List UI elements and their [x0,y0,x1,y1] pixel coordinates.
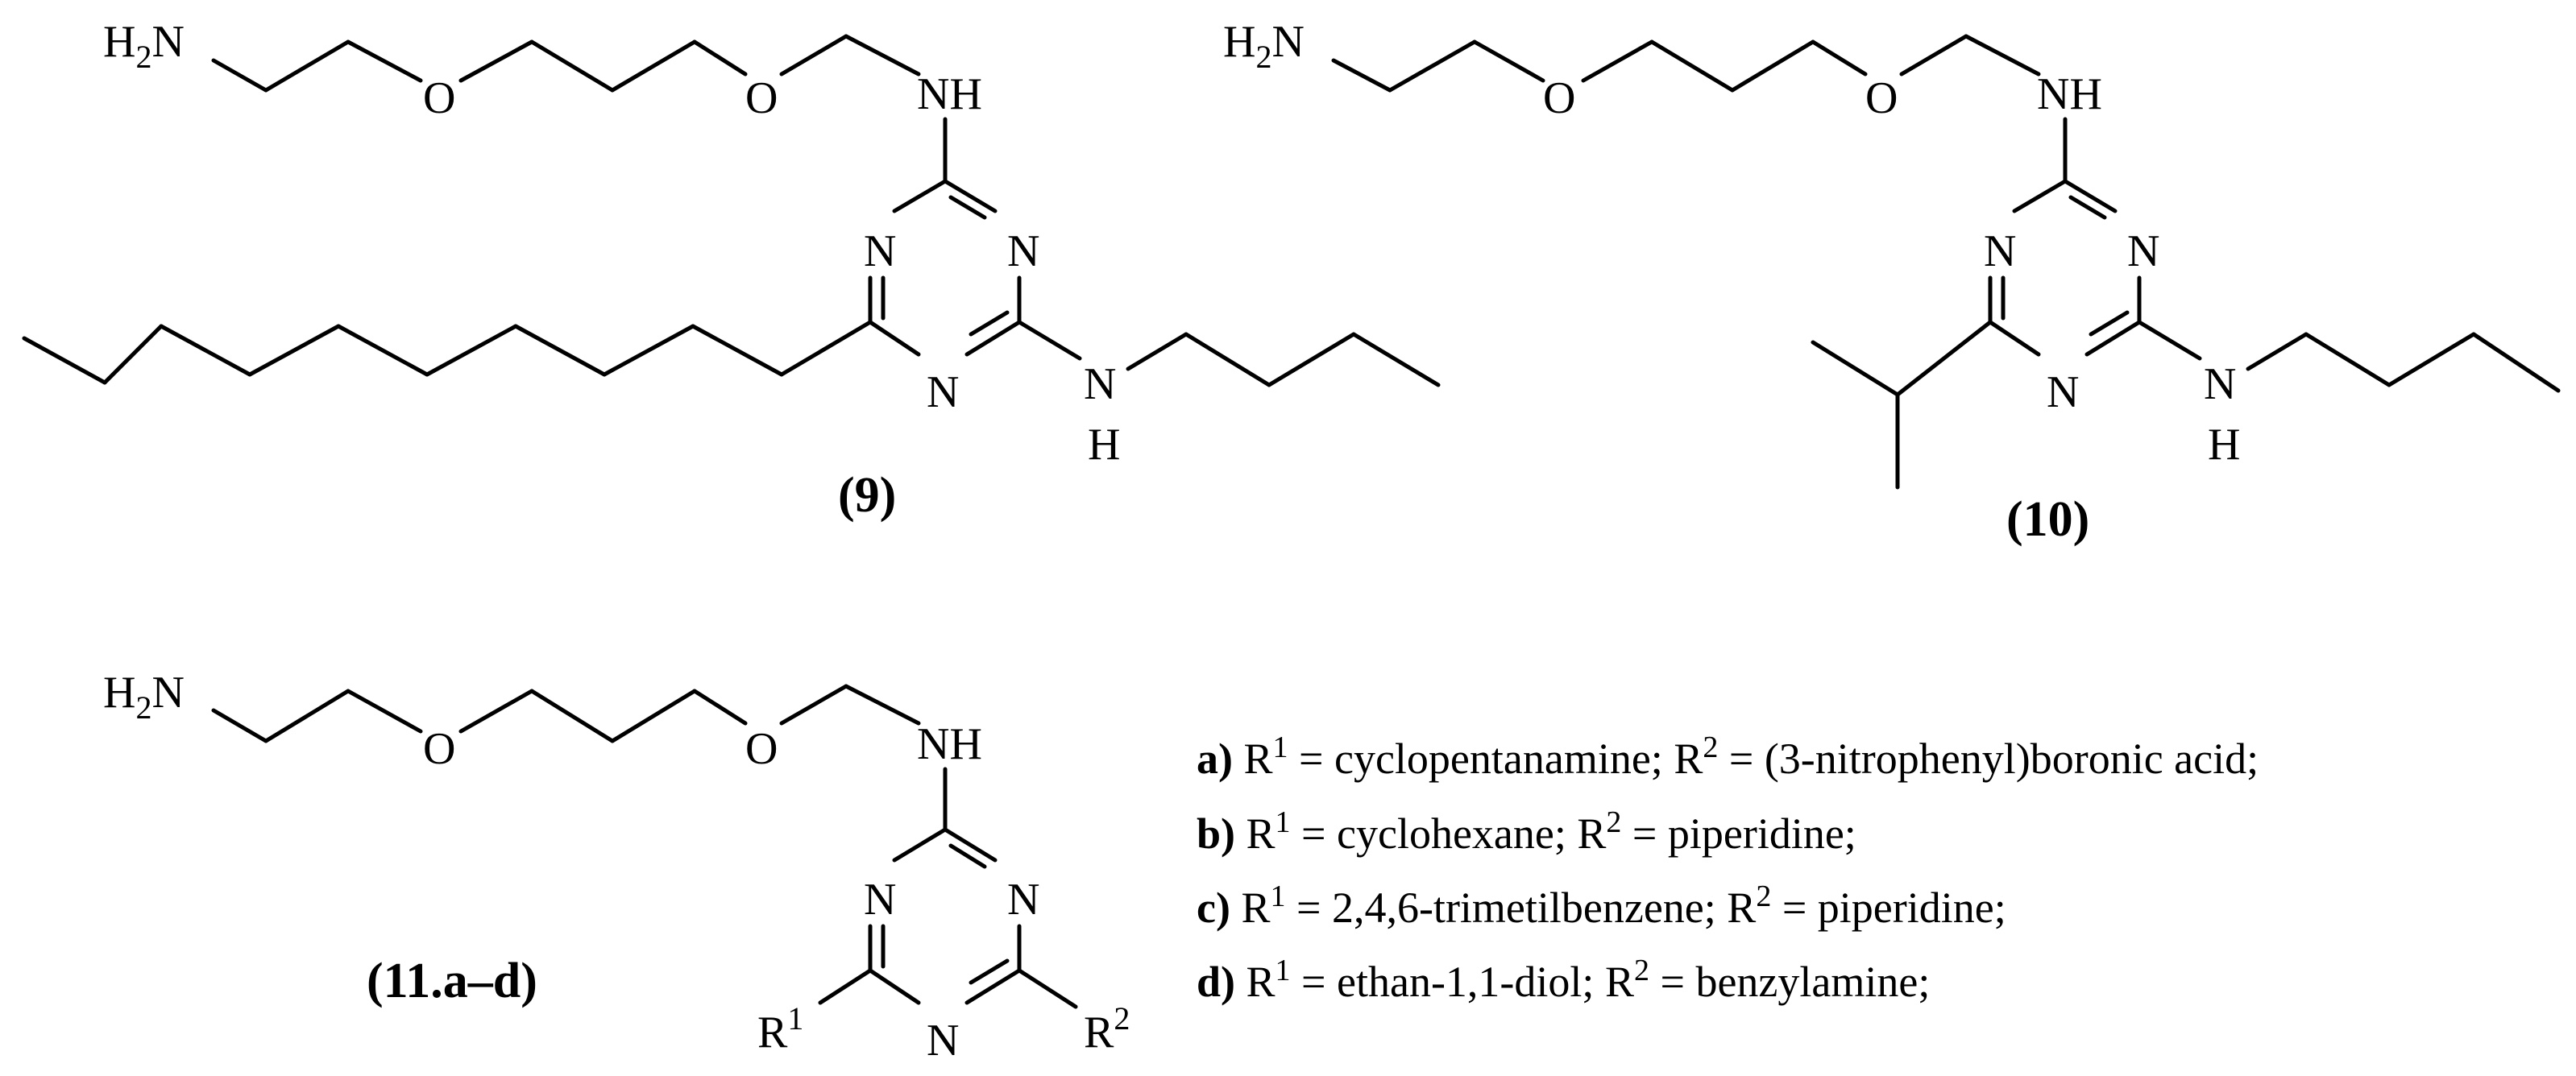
compound-11-amine-label: H2N [103,668,185,726]
compound-11-r1-label: R1 [757,1000,803,1057]
substituent-item-b: b) R1 = cyclohexane; R2 = piperidine; [1197,805,1856,858]
compound-10-structure: H2N O O NH N N N N H [1223,17,2561,490]
compound-11-oxygen-1: O [423,724,455,774]
compound-9-oxygen-2: O [745,73,778,123]
compound-10-oxygen-2: O [1865,73,1898,123]
compound-9-label: (9) [838,468,896,523]
compound-9-ring-n-bottom: N [927,367,959,417]
compound-10-nh-label: NH [2037,69,2102,119]
compound-11-oxygen-2: O [745,724,778,774]
compound-9-side-h: H [1088,420,1120,470]
compound-10-amine-label: H2N [1223,17,1305,75]
compound-10-ring-n-bottom: N [2047,367,2079,417]
substituent-item-a: a) R1 = cyclopentanamine; R2 = (3-nitrop… [1197,730,2259,783]
compound-10-bonds [1331,34,2561,490]
compound-10-label: (10) [2006,492,2089,547]
compound-11-r2-label: R2 [1084,1000,1130,1057]
compound-9-ring-n-right: N [1007,226,1039,276]
compound-11-label: (11.a–d) [367,954,537,1008]
compound-9-ring-n-left: N [864,226,896,276]
compound-10-ring-n-right: N [2127,226,2159,276]
compound-9-amine-label: H2N [103,17,185,75]
substituent-list: a) R1 = cyclopentanamine; R2 = (3-nitrop… [1197,730,2259,1006]
compound-9-nh-label: NH [917,69,982,119]
compound-9-bonds [22,34,1441,387]
compound-11-ring-n-left: N [864,875,896,925]
compound-9-oxygen-1: O [423,73,455,123]
compound-11-nh-label: NH [917,719,982,769]
compound-11-structure: H2N O O NH N N N R1 R2 [103,668,1130,1066]
compound-9-side-n: N [1084,359,1116,409]
compound-10-ring-n-left: N [1984,226,2016,276]
compound-10-side-h: H [2208,420,2240,470]
compound-10-oxygen-1: O [1543,73,1575,123]
substituent-item-d: d) R1 = ethan-1,1-diol; R2 = benzylamine… [1197,954,1930,1006]
substituent-item-c: c) R1 = 2,4,6-trimetilbenzene; R2 = pipe… [1197,879,2006,932]
compound-10-side-n: N [2204,359,2236,409]
compound-9-structure: H2N O O NH N N N N H [22,17,1441,470]
compound-11-bonds [211,684,1078,1009]
compound-11-ring-n-bottom: N [927,1016,959,1066]
compound-11-ring-n-right: N [1007,875,1039,925]
